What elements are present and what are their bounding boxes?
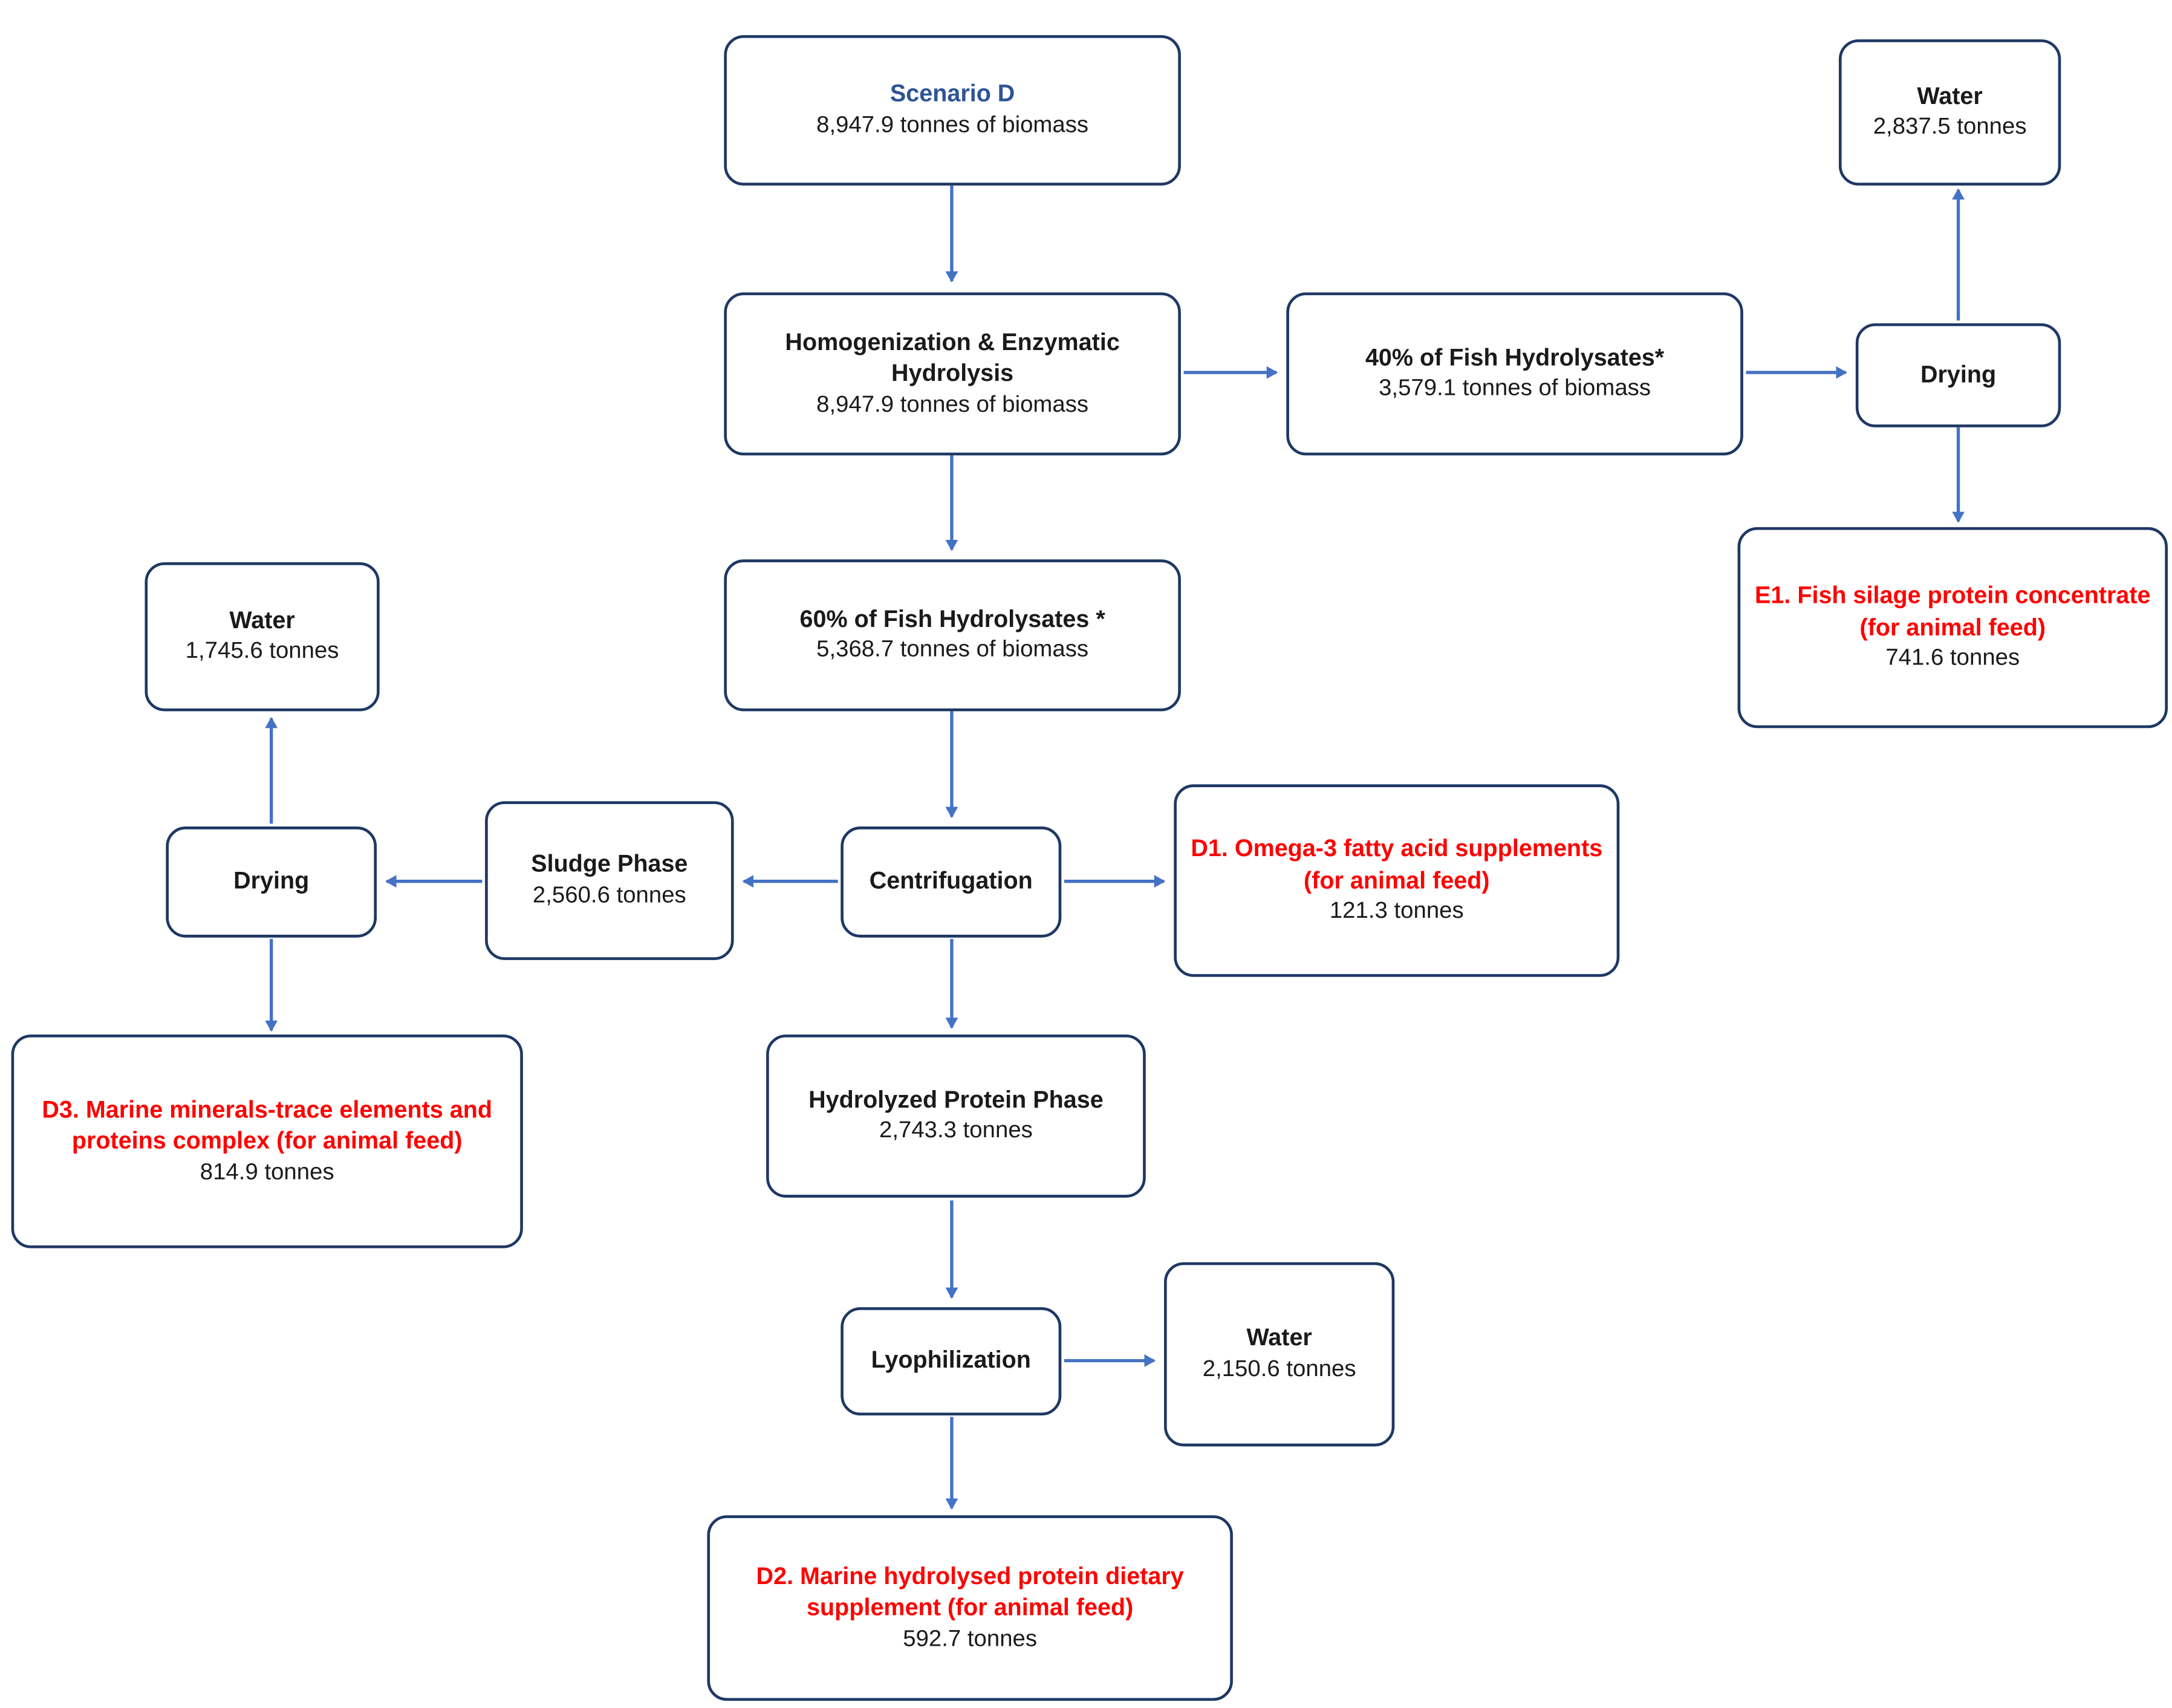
node-subtitle: 814.9 tonnes — [200, 1158, 334, 1184]
node-d3-marine-minerals: D3. Marine minerals-trace elements and p… — [11, 1034, 523, 1249]
node-subtitle: 121.3 tonnes — [1329, 898, 1464, 924]
node-subtitle: 8,947.9 tonnes of biomass — [816, 391, 1089, 417]
node-lyophilization: Lyophilization — [841, 1307, 1062, 1416]
node-title: D2. Marine hydrolysed protein dietary su… — [756, 1562, 1184, 1621]
node-water-top-left: Water 1,745.6 tonnes — [145, 562, 380, 712]
node-subtitle: 592.7 tonnes — [903, 1625, 1038, 1651]
node-subtitle: 741.6 tonnes — [1885, 645, 2020, 671]
node-title: Water — [1917, 82, 1983, 110]
node-drying-right: Drying — [1855, 323, 2061, 427]
node-subtitle: 8,947.9 tonnes of biomass — [816, 112, 1089, 138]
node-title: Drying — [233, 868, 310, 895]
node-sludge-phase: Sludge Phase 2,560.6 tonnes — [485, 801, 734, 960]
node-title: Water — [1246, 1324, 1312, 1352]
node-title: Scenario D — [889, 80, 1015, 108]
node-water-bottom: Water 2,150.6 tonnes — [1164, 1262, 1395, 1447]
node-subtitle: 5,368.7 tonnes of biomass — [816, 637, 1089, 663]
node-title: Sludge Phase — [531, 851, 688, 878]
node-title: E1. Fish silage protein concentrate (for… — [1755, 582, 2151, 641]
node-title: Lyophilization — [871, 1346, 1031, 1374]
node-title: Hydrolyzed Protein Phase — [808, 1086, 1104, 1114]
node-fish-hydrolysates-60: 60% of Fish Hydrolysates * 5,368.7 tonne… — [724, 559, 1181, 712]
node-centrifugation: Centrifugation — [841, 826, 1062, 938]
node-subtitle: 2,560.6 tonnes — [532, 882, 686, 908]
node-subtitle: 2,743.3 tonnes — [879, 1118, 1033, 1143]
node-homogenization: Homogenization & Enzymatic Hydrolysis 8,… — [724, 292, 1181, 456]
node-d2-marine-protein-supplement: D2. Marine hydrolysed protein dietary su… — [707, 1515, 1233, 1701]
node-water-top-right: Water 2,837.5 tonnes — [1838, 39, 2061, 186]
node-fish-hydrolysates-40: 40% of Fish Hydrolysates* 3,579.1 tonnes… — [1286, 292, 1743, 456]
node-subtitle: 1,745.6 tonnes — [185, 638, 339, 664]
node-drying-left: Drying — [166, 826, 377, 938]
node-scenario-d: Scenario D 8,947.9 tonnes of biomass — [724, 35, 1181, 186]
node-title: 40% of Fish Hydrolysates* — [1365, 344, 1665, 371]
node-hydrolyzed-protein-phase: Hydrolyzed Protein Phase 2,743.3 tonnes — [766, 1034, 1146, 1198]
node-subtitle: 2,150.6 tonnes — [1202, 1356, 1356, 1382]
node-d1-omega3-supplements: D1. Omega-3 fatty acid supplements (for … — [1174, 784, 1620, 977]
node-title: D1. Omega-3 fatty acid supplements (for … — [1191, 835, 1603, 894]
node-title: Centrifugation — [869, 868, 1033, 895]
node-subtitle: 2,837.5 tonnes — [1873, 114, 2027, 140]
node-title: D3. Marine minerals-trace elements and p… — [42, 1096, 493, 1154]
node-title: Drying — [1920, 360, 1997, 388]
node-title: Water — [229, 607, 295, 634]
node-title: 60% of Fish Hydrolysates * — [799, 605, 1105, 632]
node-e1-fish-silage-protein: E1. Fish silage protein concentrate (for… — [1737, 527, 2168, 729]
node-subtitle: 3,579.1 tonnes of biomass — [1379, 375, 1651, 401]
node-title: Homogenization & Enzymatic Hydrolysis — [785, 328, 1120, 387]
